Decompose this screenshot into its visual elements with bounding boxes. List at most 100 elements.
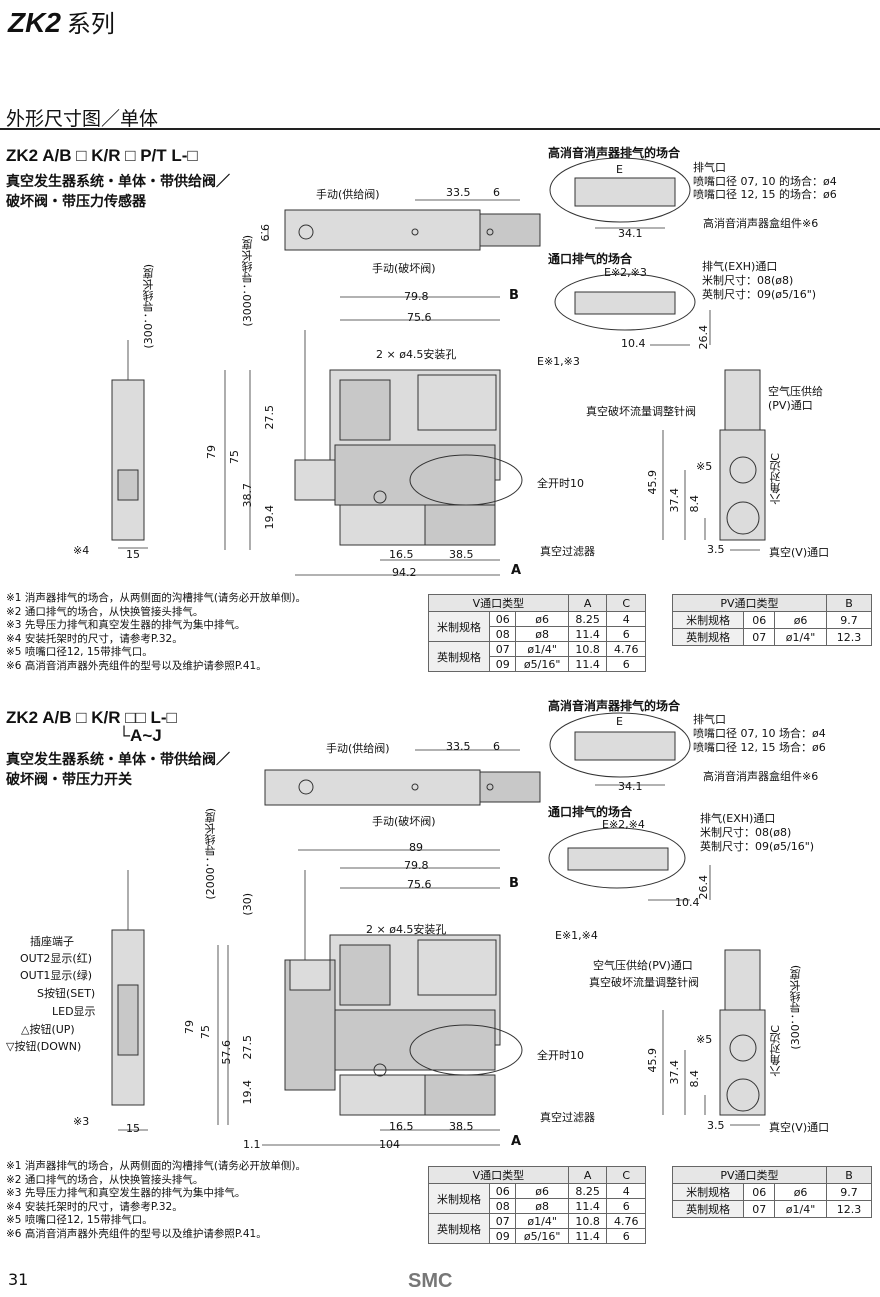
bottom-silencer-sketch xyxy=(549,712,691,786)
nozzle-12-15-top: 喷嘴口径 12, 15 的场合：ø6 xyxy=(693,188,837,201)
label-A: A xyxy=(511,563,522,578)
dim-8-4-bottom: 8.4 xyxy=(688,1070,701,1088)
silencer-title-top: 高消音消声器排气的场合 xyxy=(548,146,681,160)
silencer-box-bottom: 高消音消声器盒组件※6 xyxy=(703,770,819,783)
bottom-main-body xyxy=(217,849,523,1146)
dim-27-5: 27.5 xyxy=(263,405,276,430)
dim-33-5-b: 33.5 xyxy=(446,740,471,753)
dim-38-5: 38.5 xyxy=(449,548,474,561)
dim-34-1-top: 34.1 xyxy=(618,227,643,240)
dim-37-4-bottom: 37.4 xyxy=(668,1060,681,1085)
notes-top: ※1 消声器排气的场合，从两侧面的沟槽排气(请务必开放单侧)。 ※2 通口排气的… xyxy=(6,592,306,673)
note-line: ※1 消声器排气的场合，从两侧面的沟槽排气(请务必开放单侧)。 xyxy=(6,592,307,604)
pv-port-top: (PV)通口 xyxy=(768,399,813,412)
label-full-open-b: 全开时10 xyxy=(537,1049,584,1062)
dim-10-4-top: 10.4 xyxy=(621,337,646,350)
dim-3-5-bottom: 3.5 xyxy=(707,1119,725,1132)
top-port-exhaust-sketch xyxy=(554,273,711,346)
description-bottom: 真空发生器系统・单体・带供给阀／破坏阀・带压力开关 xyxy=(6,752,230,788)
section-rule xyxy=(0,128,880,130)
port-exhaust-E-top: E※2,※3 xyxy=(604,266,647,279)
note-line: ※4 安装托架时的尺寸，请参考P.32。 xyxy=(6,632,183,645)
dim-38-7: 38.7 xyxy=(241,483,254,508)
port-exhaust-E-bottom: E※2,※4 xyxy=(602,818,645,831)
exh-port-bottom: 排气(EXH)通口 xyxy=(700,812,776,825)
hex-flat-top: 六角对边C xyxy=(769,453,782,505)
dim-15-b: 15 xyxy=(126,1122,140,1135)
label-plug-terminal: 插座端子 xyxy=(30,935,74,948)
dim-104: 104 xyxy=(379,1138,400,1151)
dim-9-9: 9.9 xyxy=(258,224,271,242)
dim-10-4-bottom: 10.4 xyxy=(675,896,700,909)
top-right-side-view xyxy=(662,369,766,551)
dim-79-b: 79 xyxy=(183,1020,196,1034)
metric-size-top: 米制尺寸：08(ø8) xyxy=(702,274,794,287)
note-line: ※6 高消音消声器外壳组件的型号以及维护请参照P.41。 xyxy=(6,659,267,672)
dim-94-2: 94.2 xyxy=(392,566,417,579)
label-set-button: S按钮(SET) xyxy=(37,987,96,1000)
page-number: 31 xyxy=(8,1270,29,1289)
dim-45-9-top: 45.9 xyxy=(646,470,659,495)
bottom-left-side-view xyxy=(111,870,148,1131)
label-B: B xyxy=(509,288,519,303)
dim-19-4-b: 19.4 xyxy=(241,1080,254,1105)
dim-34-1-bottom: 34.1 xyxy=(618,780,643,793)
dim-1-1: 1.1 xyxy=(243,1138,261,1151)
lead-length-2000: (2000：导线长度) xyxy=(204,808,217,900)
dim-75: 75 xyxy=(228,450,241,464)
dim-16-5: 16.5 xyxy=(389,548,414,561)
lead-length-300: (300：导线长度) xyxy=(142,264,155,349)
label-down-button: ▽按钮(DOWN) xyxy=(6,1040,82,1053)
note-ref-5-bottom: ※5 xyxy=(696,1033,713,1046)
port-exhaust-title-bottom: 通口排气的场合 xyxy=(548,805,633,819)
dim-27-5-b: 27.5 xyxy=(241,1035,254,1060)
pv-supply-top: 空气压供给 xyxy=(768,385,823,398)
label-manual-break-b: 手动(破坏阀) xyxy=(372,815,436,828)
silencer-E-top: E xyxy=(616,163,623,176)
smc-logo: SMC xyxy=(408,1270,453,1292)
label-B-b: B xyxy=(509,876,519,891)
label-manual-supply: 手动(供给阀) xyxy=(316,188,380,201)
dim-3-5-top: 3.5 xyxy=(707,543,725,556)
label-A-b: A xyxy=(511,1134,522,1149)
note-line: ※1 消声器排气的场合，从两侧面的沟槽排气(请务必开放单侧)。 xyxy=(6,1160,307,1172)
label-vacuum-filter-b: 真空过滤器 xyxy=(540,1111,595,1124)
top-main-body xyxy=(224,296,523,576)
dim-33-5: 33.5 xyxy=(446,186,471,199)
top-left-side-view xyxy=(111,340,148,549)
dim-79-8-b: 79.8 xyxy=(404,859,429,872)
dim-6: 6 xyxy=(493,186,500,199)
label-manual-break: 手动(破坏阀) xyxy=(372,262,436,275)
label-out1: OUT1显示(绿) xyxy=(20,969,93,982)
pv-supply-bottom: 空气压供给(PV)通口 xyxy=(593,959,693,972)
label-vacuum-filter: 真空过滤器 xyxy=(540,545,595,558)
label-E-1-3: E※1,※3 xyxy=(537,355,580,368)
exhaust-port-top: 排气口 xyxy=(693,161,726,174)
model-code-bottom-range: └A~J xyxy=(118,726,162,745)
label-led-display: LED显示 xyxy=(52,1005,96,1018)
label-manual-supply-b: 手动(供给阀) xyxy=(326,742,390,755)
needle-valve-bottom: 真空破坏流量调整针阀 xyxy=(589,976,699,989)
dim-19-4: 19.4 xyxy=(263,505,276,530)
label-mount-holes: 2 × ø4.5安装孔 xyxy=(376,348,457,361)
note-line: ※5 喷嘴口径12, 15带排气口。 xyxy=(6,646,153,658)
note-line: ※6 高消音消声器外壳组件的型号以及维护请参照P.41。 xyxy=(6,1227,267,1240)
lead-length-300-b: (300：导线长度) xyxy=(789,965,802,1050)
dim-75-6-b: 75.6 xyxy=(407,878,432,891)
lead-length-3000: (3000：导线长度) xyxy=(241,235,254,327)
note-line: ※3 先导压力排气和真空发生器的排气为集中排气。 xyxy=(6,1187,246,1199)
model-code-bottom: ZK2 A/B □ K/R □□ L-□ xyxy=(6,708,177,727)
dim-26-4-top: 26.4 xyxy=(697,325,710,350)
label-mount-holes-b: 2 × ø4.5安装孔 xyxy=(366,923,447,936)
note-line: ※3 先导压力排气和真空发生器的排气为集中排气。 xyxy=(6,619,246,631)
note-line: ※2 通口排气的场合，从快换管接头排气。 xyxy=(6,1173,204,1186)
needle-valve-top: 真空破坏流量调整针阀 xyxy=(586,405,696,418)
inch-size-bottom: 英制尺寸：09(ø5/16") xyxy=(700,840,815,853)
dim-75-b: 75 xyxy=(199,1025,212,1039)
dim-38-5-b: 38.5 xyxy=(449,1120,474,1133)
